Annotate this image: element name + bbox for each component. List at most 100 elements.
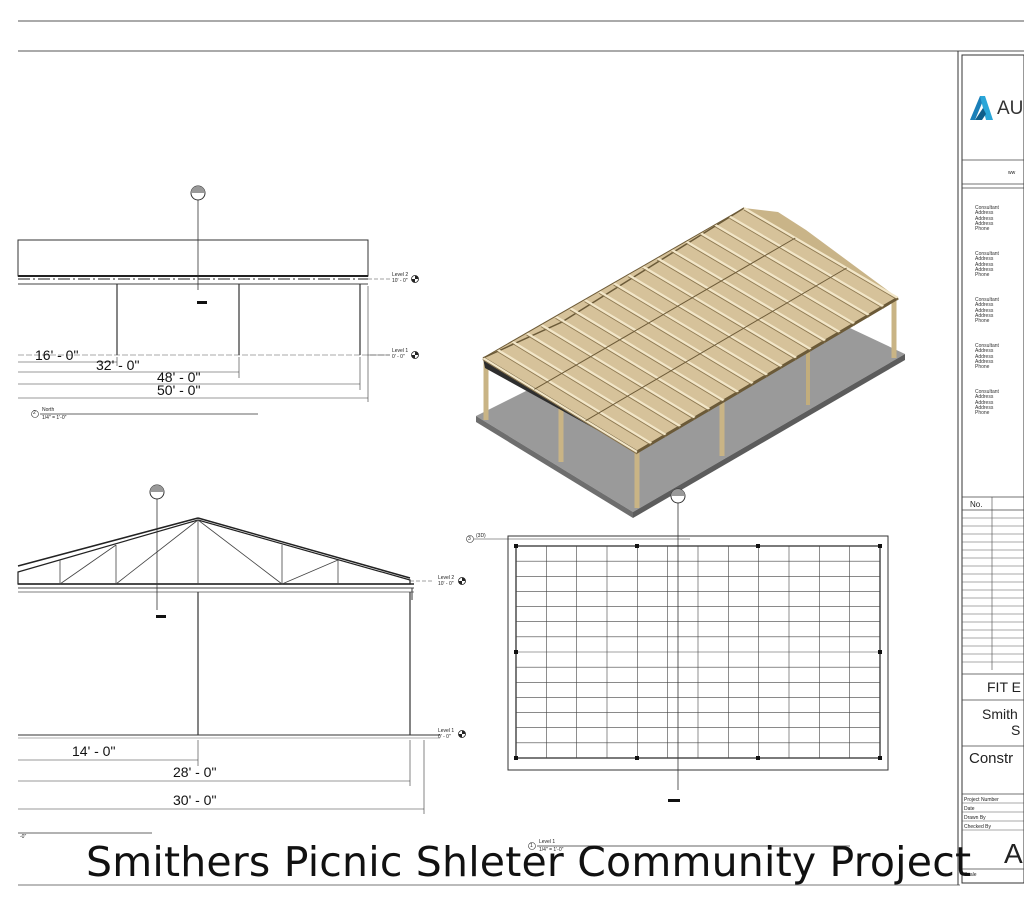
consultant-line: Address — [975, 266, 994, 273]
view-number-bubble — [31, 410, 39, 418]
east-level-2-elev: 10' - 0" — [438, 581, 454, 587]
plan-column-node — [756, 544, 760, 548]
logo-text: AU — [997, 98, 1024, 119]
plan-column-node — [514, 650, 518, 654]
field-date: Date — [964, 806, 975, 812]
consultant-line: Phone — [975, 318, 990, 325]
roof-purlin-shadow — [482, 359, 638, 455]
consultant-title: Consultant — [975, 297, 999, 303]
roof-purlin — [743, 207, 899, 299]
plan-column-node — [878, 756, 882, 760]
roof-purlin-shadow — [729, 217, 884, 309]
roof-purlin — [714, 223, 870, 317]
plan-column-node — [635, 756, 639, 760]
plan-column-node — [878, 650, 882, 654]
roof-purlin — [685, 240, 841, 334]
project-line-1: FIT E — [987, 679, 1021, 695]
roof-purlin-shadow — [642, 267, 797, 361]
east-level-1-label: Level 1 — [438, 728, 455, 734]
roof-purlin — [496, 348, 653, 445]
consultant-line: Address — [975, 399, 994, 406]
roof-purlin-shadow — [714, 226, 870, 318]
consultant-line: Address — [975, 302, 994, 309]
roof-purlin — [525, 332, 682, 428]
roof-purlin — [569, 307, 725, 402]
north-dim-50: 50' - 0" — [157, 382, 201, 398]
plan-tag-number: 3 — [468, 536, 471, 542]
scale-label: Scale — [964, 872, 977, 878]
roof-purlin — [641, 265, 798, 359]
north-level-1-elev: 0' - 0" — [392, 354, 405, 360]
consultant-line: Address — [975, 261, 994, 268]
roof-purlin — [656, 257, 812, 351]
field-project-number: Project Number — [964, 797, 999, 803]
consultant-line: Address — [975, 210, 994, 217]
sheet-name: Constr — [969, 750, 1014, 767]
roof-purlin — [511, 340, 667, 436]
roof-truss-chord — [636, 297, 899, 453]
consultant-line: Address — [975, 353, 994, 360]
roof-purlin-shadow — [569, 309, 725, 404]
autodesk-logo-icon — [970, 96, 993, 120]
plan-column-node — [878, 544, 882, 548]
roof-purlin-shadow — [540, 326, 696, 421]
consultant-title: Consultant — [975, 389, 999, 395]
roof-purlin-shadow — [584, 301, 739, 395]
project-line-3: S — [1011, 722, 1021, 738]
plan-column-node — [514, 756, 518, 760]
roof-purlin-shadow — [743, 209, 899, 301]
roof-purlin-shadow — [526, 334, 681, 429]
north-view-scale: 1/4" = 1'-0" — [42, 415, 67, 421]
consultant-line: Phone — [975, 226, 990, 233]
east-dim-14: 14' - 0" — [72, 743, 116, 759]
shelter-3d-view — [476, 207, 905, 518]
north-elevation — [17, 185, 419, 418]
consultant-title: Consultant — [975, 251, 999, 257]
sheet-number: A — [1004, 838, 1023, 869]
field-drawn-by: Drawn By — [964, 815, 986, 821]
east-view-scale-fragment: -0" — [20, 834, 27, 840]
roof-purlin-shadow — [700, 234, 855, 327]
roof-plan — [466, 488, 889, 850]
roof-purlin-shadow — [497, 351, 652, 446]
plan-column-node — [756, 756, 760, 760]
east-level-1-elev: 0' - 0" — [438, 734, 451, 740]
plan-view-number-bubble — [528, 842, 536, 850]
roof-purlin-shadow — [627, 276, 783, 369]
consultant-line: Phone — [975, 364, 990, 371]
consultant-line: Address — [975, 358, 994, 365]
roof-purlin — [583, 298, 740, 394]
roof-truss-chord — [585, 267, 847, 422]
roof-purlin-shadow — [598, 292, 754, 386]
roof-purlin-shadow — [671, 251, 826, 344]
consultant-title: Consultant — [975, 343, 999, 349]
plan-tag-name: (3D) — [476, 533, 486, 539]
roof-purlin — [540, 323, 696, 419]
east-dim-28: 28' - 0" — [173, 764, 217, 780]
plan-view-name: Level 1 — [539, 839, 556, 845]
consultant-line: Address — [975, 220, 994, 227]
consultant-line: Address — [975, 394, 994, 401]
consultant-line: Phone — [975, 272, 990, 279]
roof-purlin-shadow — [685, 242, 841, 335]
plan-column-node — [635, 544, 639, 548]
title-block — [957, 51, 1024, 885]
consultant-line: Address — [975, 404, 994, 411]
roof-purlin — [670, 248, 827, 342]
revision-header: No. — [970, 500, 983, 509]
east-elevation — [17, 484, 466, 834]
consultant-line: Phone — [975, 410, 990, 417]
roof-purlin — [554, 315, 711, 411]
east-dim-30: 30' - 0" — [173, 792, 217, 808]
roof-purlin-shadow — [555, 317, 710, 412]
roof-purlin — [627, 273, 783, 368]
roof-truss-chord — [482, 207, 745, 359]
roof-purlin — [482, 357, 638, 453]
roof-truss-chord — [534, 237, 796, 390]
north-dim-48: 48' - 0" — [157, 369, 201, 385]
roof-purlin — [612, 282, 769, 376]
